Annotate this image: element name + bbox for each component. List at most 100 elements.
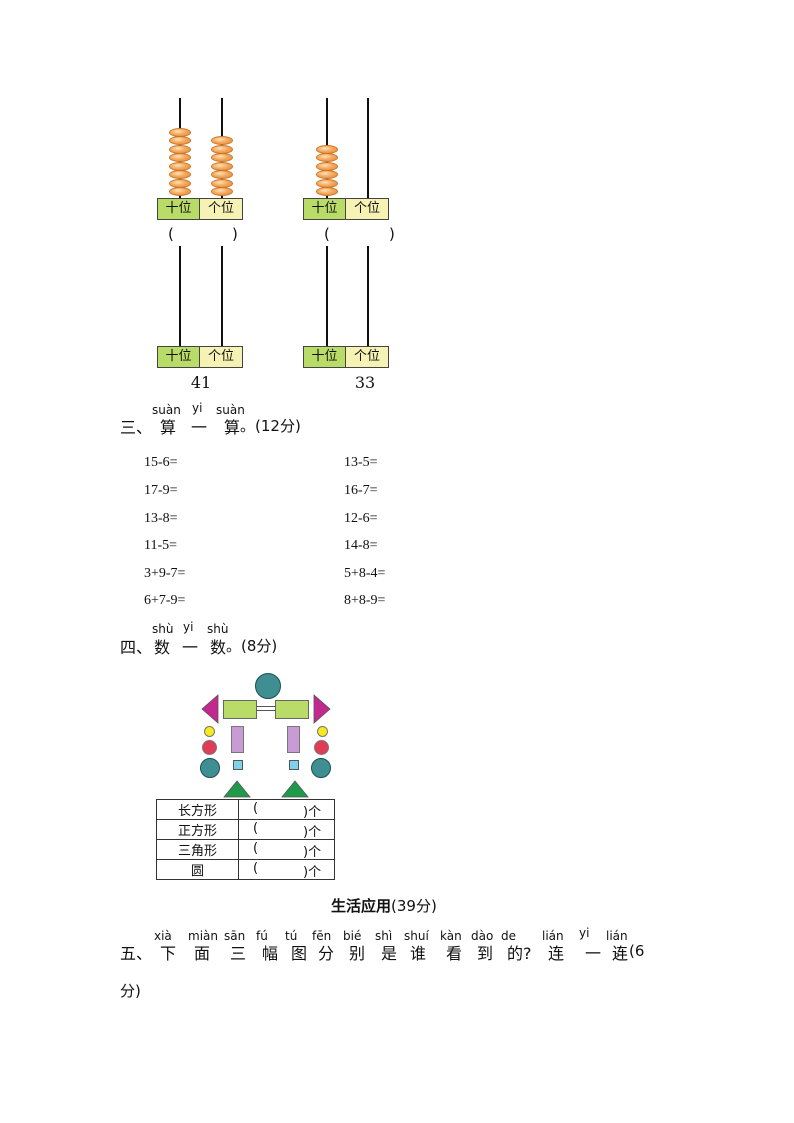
shape-name: 长方形: [156, 799, 239, 820]
equation: 5+8-4=: [344, 566, 386, 581]
answer-cell[interactable]: ( )个: [238, 799, 335, 820]
heading-char: 看: [446, 944, 463, 963]
equation: 14-8=: [344, 538, 378, 553]
right-square: [289, 760, 299, 770]
heading-char: 算: [160, 418, 177, 437]
heading-char: 的?: [507, 944, 532, 963]
heading-char: 连: [612, 944, 629, 963]
shape-name: 圆: [156, 859, 239, 880]
left-arm-rectangle: [223, 700, 257, 719]
score-note: 。(12分): [240, 417, 301, 435]
answer-close-paren: ): [232, 225, 238, 243]
heading-char: 连: [548, 944, 565, 963]
equation: 13-5=: [344, 455, 378, 470]
tens-bead: [316, 170, 338, 179]
pinyin: suàn: [216, 403, 245, 417]
heading-char: 一: [191, 418, 208, 437]
pinyin: shì: [375, 929, 393, 943]
section-number: 五、: [120, 944, 153, 963]
abacus-4-ones-rod: [367, 246, 369, 346]
equation: 11-5=: [144, 538, 178, 553]
score-note-continued: 分): [120, 982, 141, 1000]
heading-char: 谁: [410, 944, 427, 963]
ones-bead: [211, 144, 233, 154]
right-arm-rectangle: [275, 700, 309, 719]
abacus-3-ones-rod: [221, 246, 223, 346]
shape-count-table: 长方形 ( )个 正方形 ( )个 三角形 ()个 圆 ( )个: [156, 799, 335, 880]
heading-char: 算: [224, 418, 241, 437]
pinyin: xià: [154, 929, 172, 943]
shape-name: 三角形: [156, 839, 239, 860]
heading-char: 数: [210, 638, 227, 657]
tens-bead: [169, 153, 191, 162]
heading-char: 图: [291, 944, 308, 963]
tens-bead: [316, 153, 338, 162]
answer-open-paren: (: [324, 225, 330, 243]
right-body-rectangle: [287, 726, 300, 753]
heading-char: 幅: [262, 944, 279, 963]
head-circle: [255, 673, 281, 699]
heading-char: 别: [349, 944, 366, 963]
close-paren-unit: )个: [303, 805, 322, 820]
pinyin: sān: [224, 929, 246, 943]
close-paren-unit: )个: [303, 845, 322, 860]
ones-bead: [211, 153, 233, 162]
answer-open-paren: (: [168, 225, 174, 243]
answer-cell[interactable]: ( )个: [238, 859, 335, 880]
section-number: 三、: [120, 418, 153, 437]
pinyin: shù: [207, 622, 229, 636]
tens-bead: [169, 144, 191, 154]
heading-char: 面: [194, 944, 211, 963]
tens-place-label: 十位: [304, 347, 346, 367]
ones-place-label: 个位: [346, 347, 388, 367]
abacus-3-tens-rod: [179, 246, 181, 346]
pinyin: miàn: [188, 929, 218, 943]
abacus-3-number: 41: [190, 373, 212, 392]
answer-cell[interactable]: ()个: [238, 819, 335, 840]
section-number: 四、: [120, 638, 153, 657]
tens-bead: [316, 178, 338, 188]
pinyin: yi: [192, 401, 203, 415]
heading-char: 三: [230, 944, 247, 963]
tens-bead: [169, 178, 191, 188]
ones-bead: [211, 178, 233, 188]
part-title-text: 生活应用: [331, 897, 392, 915]
heading-char: 一: [182, 638, 199, 657]
pinyin: lián: [542, 929, 564, 943]
ones-bead: [211, 170, 233, 179]
table-row: 三角形 ()个: [156, 839, 335, 860]
abacus-4-tens-rod: [326, 246, 328, 346]
close-paren-unit: )个: [303, 865, 322, 880]
left-red-circle: [202, 740, 217, 755]
left-triangle: [201, 694, 219, 724]
heading-char: 一: [585, 944, 602, 963]
heading-char: 是: [381, 944, 398, 963]
pinyin: kàn: [440, 929, 462, 943]
equation: 8+8-9=: [344, 593, 386, 608]
open-paren: (: [253, 801, 259, 816]
tens-bead: [169, 161, 191, 171]
ones-bead: [211, 161, 233, 171]
equation: 16-7=: [344, 483, 378, 498]
pinyin: suàn: [152, 403, 181, 417]
right-triangle: [313, 694, 331, 724]
pinyin: dào: [471, 929, 494, 943]
abacus-4-place-table: 十位 个位: [303, 346, 389, 368]
tens-bead: [169, 170, 191, 179]
pinyin: fēn: [312, 929, 332, 943]
shape-name: 正方形: [156, 819, 239, 840]
open-paren: (: [253, 861, 259, 876]
left-teal-circle: [200, 758, 220, 778]
left-square: [233, 760, 243, 770]
connector-bar: [257, 706, 275, 711]
answer-cell[interactable]: ()个: [238, 839, 335, 860]
part-title-score: (39分): [391, 897, 437, 915]
close-paren-unit: )个: [303, 825, 322, 840]
table-row: 圆 ( )个: [156, 859, 335, 880]
pinyin: tú: [285, 929, 298, 943]
abacus-2-place-table: 十位 个位: [303, 198, 389, 220]
pinyin: shuí: [404, 929, 429, 943]
pinyin: yi: [579, 926, 590, 940]
right-teal-circle: [311, 758, 331, 778]
equation: 6+7-9=: [144, 593, 186, 608]
